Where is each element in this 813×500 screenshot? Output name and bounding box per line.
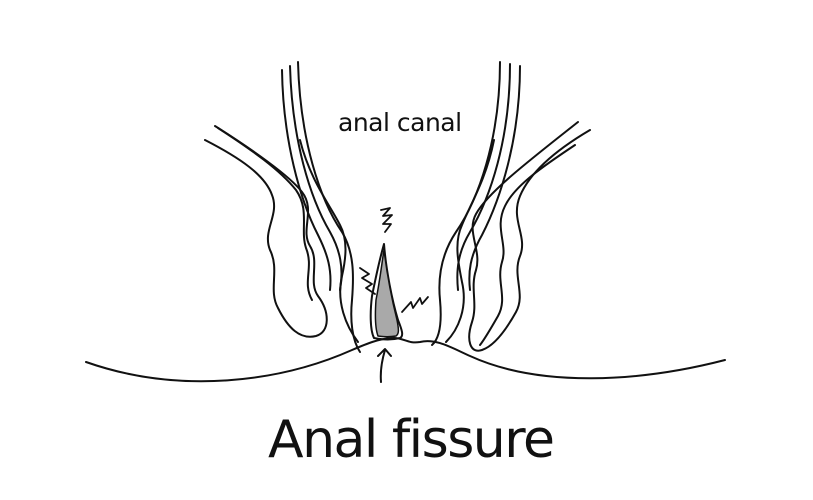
fissure-outline [369, 243, 404, 341]
right-canal-wall-inner [431, 61, 501, 346]
left-canal-wall-outer [281, 69, 332, 291]
right-anal-column [445, 139, 495, 343]
skin-line [85, 337, 726, 383]
right-sphincter-fold-inner [479, 144, 576, 346]
left-canal-wall-middle [289, 65, 343, 291]
right-sphincter-fold-outer [468, 121, 591, 352]
pain-spark-icon [401, 296, 429, 313]
up-arrow-icon [377, 348, 392, 383]
left-sphincter-fold-outer [204, 125, 328, 338]
right-canal-wall-outer [468, 65, 521, 291]
fissure-fill [374, 249, 400, 338]
left-sphincter-fold-inner [217, 127, 313, 301]
diagram-title: Anal fissure [268, 410, 555, 470]
anal-canal-label: anal canal [338, 108, 462, 137]
left-anal-column [299, 139, 359, 343]
pain-spark-icon [359, 267, 376, 295]
left-canal-wall-inner [297, 61, 361, 353]
pain-spark-icon [380, 207, 393, 233]
